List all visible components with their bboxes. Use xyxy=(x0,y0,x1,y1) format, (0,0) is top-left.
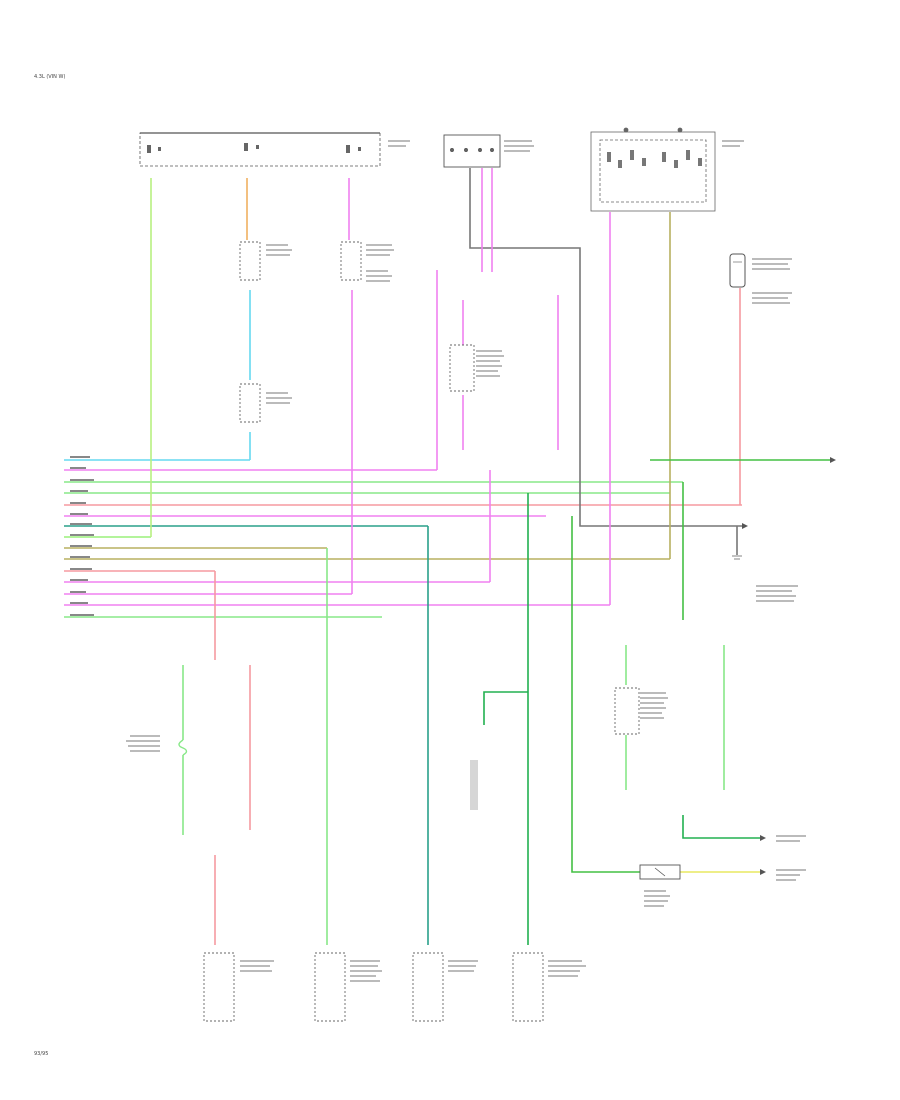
diagram-footer: 93/95 xyxy=(34,1051,48,1057)
arrow-markers xyxy=(742,457,836,875)
resistor-left xyxy=(178,739,188,756)
fuse-panel-top-right xyxy=(590,127,716,212)
connector-block-top-center xyxy=(443,134,501,168)
relay-left-upper xyxy=(239,241,362,423)
center-module xyxy=(449,344,640,735)
fuse-block-top xyxy=(139,132,381,167)
row-labels xyxy=(70,456,94,616)
ground-symbol xyxy=(732,555,742,560)
inline-fuse xyxy=(639,864,681,880)
sensor-right xyxy=(729,253,746,288)
fuse-panel-contacts xyxy=(607,150,702,168)
fuse-contacts xyxy=(147,143,361,153)
diagram-header: 4.3L (VIN W) xyxy=(34,74,65,80)
harness-wires xyxy=(64,459,742,618)
component-label-blocks xyxy=(126,140,806,982)
bottom-modules xyxy=(203,952,544,1022)
vertical-wires xyxy=(150,168,830,945)
